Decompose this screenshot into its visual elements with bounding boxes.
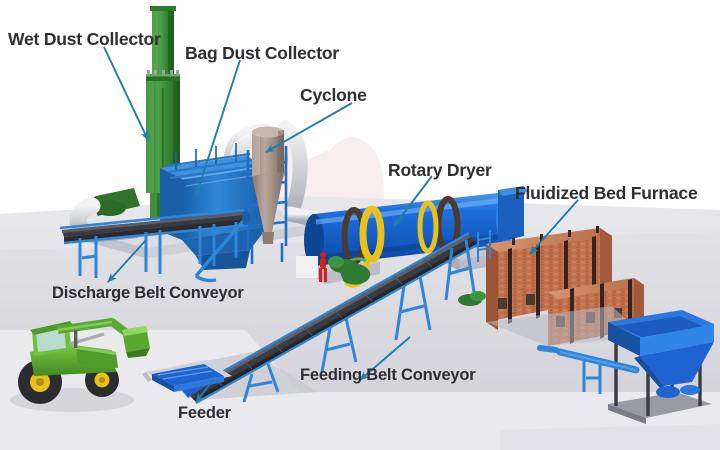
- arrow-bag-dust-collector: [195, 59, 241, 197]
- material-hopper[interactable]: [537, 310, 714, 424]
- arrow-feeding-conveyor: [359, 336, 411, 381]
- feeding-belt-conveyor[interactable]: [180, 232, 478, 404]
- arrow-cyclone: [265, 102, 353, 153]
- label-bag-dust-collector: Bag Dust Collector: [185, 43, 339, 63]
- label-rotary-dryer: Rotary Dryer: [388, 160, 492, 180]
- label-discharge-belt-conveyor: Discharge Belt Conveyor: [52, 284, 244, 302]
- arrow-fluidized-furnace: [529, 199, 579, 255]
- arrow-discharge-conveyor: [107, 239, 147, 283]
- shrubbery: [328, 256, 486, 306]
- feeder[interactable]: [142, 360, 232, 392]
- label-wet-dust-collector: Wet Dust Collector: [8, 29, 161, 49]
- arrow-feeder: [195, 378, 215, 403]
- leader-arrows: [103, 46, 579, 403]
- arrow-rotary-dryer: [393, 175, 433, 227]
- label-feeder: Feeder: [178, 404, 231, 422]
- arrow-wet-dust-collector: [103, 46, 149, 141]
- discharge-belt-conveyor[interactable]: [59, 208, 250, 283]
- label-feeding-belt-conveyor: Feeding Belt Conveyor: [300, 366, 476, 384]
- worker-figure: [296, 252, 327, 282]
- loader-tractor[interactable]: [10, 318, 150, 412]
- label-fluidized-bed-furnace: Fluidized Bed Furnace: [515, 183, 698, 203]
- cyclone[interactable]: [246, 126, 288, 265]
- fluidized-bed-furnace[interactable]: [477, 226, 644, 346]
- label-cyclone: Cyclone: [300, 85, 367, 105]
